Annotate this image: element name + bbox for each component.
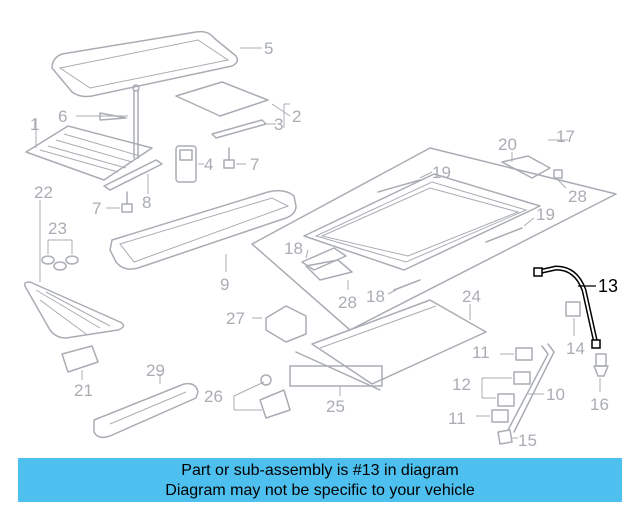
callout-8: 8 <box>142 193 151 212</box>
callout-28-right: 28 <box>568 187 587 206</box>
callout-10: 10 <box>546 385 565 404</box>
callout-24: 24 <box>462 287 481 306</box>
callout-2: 2 <box>292 107 301 126</box>
callout-12: 12 <box>452 375 471 394</box>
part-21-bracket <box>61 345 99 380</box>
callout-19-upper: 19 <box>432 163 451 182</box>
part-7-bolt-upper <box>223 147 246 169</box>
part-24-sunshade <box>311 299 487 385</box>
callout-27: 27 <box>226 309 245 328</box>
part-19-cable-upper <box>377 171 433 193</box>
part-6-rod <box>76 84 140 159</box>
callout-22: 22 <box>34 183 53 202</box>
callout-11-lower: 11 <box>448 409 466 428</box>
callout-20: 20 <box>498 135 517 154</box>
banner-line-part: Part or sub-assembly is #13 in diagram <box>181 462 459 479</box>
banner-line-disclaimer: Diagram may not be specific to your vehi… <box>165 482 475 499</box>
part-27-motor <box>252 305 307 343</box>
part-2-panel <box>175 81 291 128</box>
part-8-guide <box>103 159 163 194</box>
part-7-bolt-lower <box>106 191 133 213</box>
part-9-seal <box>109 189 297 272</box>
callout-4: 4 <box>204 155 213 174</box>
callout-18-lower: 18 <box>366 287 385 306</box>
part-14-grommet <box>565 301 581 336</box>
callout-29: 29 <box>146 361 165 380</box>
part-4-bracket <box>175 145 204 183</box>
part-13-drain-hose <box>533 265 601 349</box>
callout-17: 17 <box>556 127 575 146</box>
part-19-cable-lower <box>485 217 535 243</box>
part-12-clips <box>481 371 531 407</box>
part-28-screw-left <box>305 259 353 290</box>
part-29-trim <box>93 374 199 439</box>
callout-16: 16 <box>590 395 609 414</box>
callout-6: 6 <box>58 107 67 126</box>
part-11-clip-lower <box>476 409 509 423</box>
callout-19-lower: 19 <box>536 205 555 224</box>
part-17-frame-assembly <box>251 139 617 331</box>
callout-1: 1 <box>30 115 39 134</box>
part-11-clip-upper <box>500 347 533 361</box>
part-23-clips <box>41 239 79 271</box>
part-16-valve <box>593 353 609 392</box>
part-3-strip <box>211 119 276 139</box>
callout-3: 3 <box>274 115 283 134</box>
callout-26: 26 <box>204 387 223 406</box>
part-26-fastener <box>233 374 291 419</box>
callout-25: 25 <box>326 397 345 416</box>
part-5-glass-panel <box>51 30 262 98</box>
part-20-motor <box>501 152 551 179</box>
callout-15: 15 <box>518 431 537 450</box>
callout-11-upper: 11 <box>472 343 490 362</box>
part-15-clip <box>497 429 518 445</box>
part-28-screw-right <box>553 169 567 189</box>
part-22-deflector <box>23 200 125 339</box>
info-banner: Part or sub-assembly is #13 in diagram D… <box>18 458 622 502</box>
callout-7-upper: 7 <box>250 155 259 174</box>
part-18-guide-lower <box>387 279 421 295</box>
part-18-guide-left <box>301 247 347 271</box>
part-25-handle <box>289 351 383 396</box>
callout-9: 9 <box>220 275 229 294</box>
callout-14: 14 <box>566 339 585 358</box>
callout-13: 13 <box>598 276 618 296</box>
callout-28-left: 28 <box>338 293 357 312</box>
callout-7-lower: 7 <box>92 199 101 218</box>
callout-21: 21 <box>74 381 93 400</box>
part-1-screen <box>25 118 153 181</box>
callout-18-left: 18 <box>284 239 303 258</box>
callout-23: 23 <box>48 219 67 238</box>
part-10-tube <box>507 343 555 433</box>
callout-5: 5 <box>264 39 273 58</box>
